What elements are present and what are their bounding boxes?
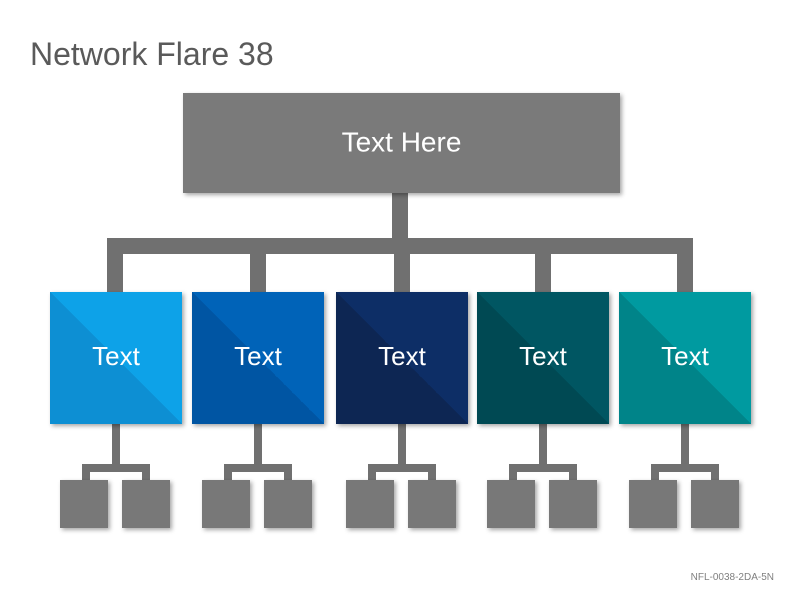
leaf-box — [122, 480, 170, 528]
child-boxes: Text Text Text Text Text — [50, 292, 751, 424]
footer-code: NFL-0038-2DA-5N — [690, 572, 774, 583]
leaf-drop-line — [82, 464, 90, 482]
leaf-box — [264, 480, 312, 528]
leaf-box — [691, 480, 739, 528]
child-box-shape — [619, 292, 751, 424]
child-box-shape — [477, 292, 609, 424]
leaf-box — [346, 480, 394, 528]
child-drop-line — [677, 246, 693, 294]
leaf-drop-line — [509, 464, 517, 482]
leaf-box — [408, 480, 456, 528]
leaf-drop-line — [428, 464, 436, 482]
child-box: Text — [50, 292, 182, 424]
child-drop-line — [394, 246, 410, 294]
leaf-bus-line — [509, 464, 577, 472]
child-drop-line — [250, 246, 266, 294]
child-box-shape — [50, 292, 182, 424]
child-drop-line — [535, 246, 551, 294]
leaf-box — [202, 480, 250, 528]
leaf-boxes — [60, 480, 739, 528]
root-box: Text Here — [183, 93, 620, 193]
child-box-shape — [336, 292, 468, 424]
child-box-label: Text — [92, 341, 140, 371]
leaf-bus-line — [368, 464, 436, 472]
child-box: Text — [619, 292, 751, 424]
leaf-stem-line — [681, 424, 689, 466]
child-box-shape — [192, 292, 324, 424]
root-box-label: Text Here — [342, 126, 462, 157]
leaf-drop-line — [284, 464, 292, 482]
leaf-stem-line — [254, 424, 262, 466]
leaf-stem-line — [398, 424, 406, 466]
leaf-box — [60, 480, 108, 528]
page-title: Network Flare 38 — [30, 36, 274, 72]
leaf-bus-line — [224, 464, 292, 472]
leaf-drop-line — [224, 464, 232, 482]
child-box-label: Text — [519, 341, 567, 371]
leaf-box — [549, 480, 597, 528]
leaf-drop-line — [368, 464, 376, 482]
child-box-label: Text — [661, 341, 709, 371]
leaf-drop-line — [711, 464, 719, 482]
leaf-drop-line — [651, 464, 659, 482]
leaf-box — [629, 480, 677, 528]
connector-lines — [82, 193, 719, 482]
leaf-stem-line — [112, 424, 120, 466]
leaf-drop-line — [142, 464, 150, 482]
leaf-bus-line — [651, 464, 719, 472]
leaf-bus-line — [82, 464, 150, 472]
child-drop-line — [107, 246, 123, 294]
leaf-drop-line — [569, 464, 577, 482]
child-box-label: Text — [234, 341, 282, 371]
child-box: Text — [336, 292, 468, 424]
child-box: Text — [192, 292, 324, 424]
root-stem-line — [392, 193, 408, 239]
child-box-label: Text — [378, 341, 426, 371]
leaf-stem-line — [539, 424, 547, 466]
child-box: Text — [477, 292, 609, 424]
leaf-box — [487, 480, 535, 528]
